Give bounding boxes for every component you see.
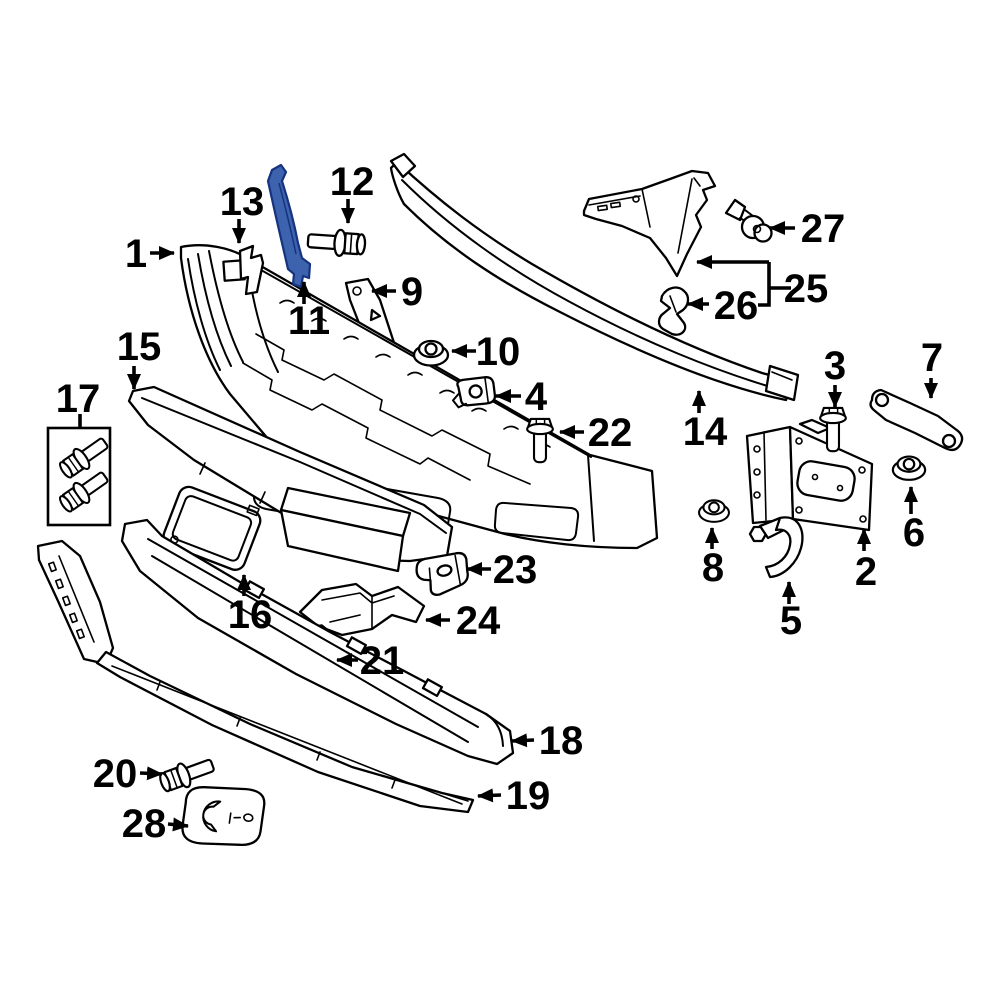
- callout-28-arrow: [167, 817, 189, 832]
- callout-19[interactable]: 19: [477, 774, 551, 818]
- part-13-clip: [222, 244, 265, 296]
- part-7-brace-bar: [869, 388, 964, 452]
- callout-20[interactable]: 20: [93, 752, 163, 796]
- callout-17-label[interactable]: 17: [56, 377, 101, 421]
- callout-20-arrow: [139, 766, 163, 781]
- callout-28-label[interactable]: 28: [122, 802, 167, 846]
- callout-16-label[interactable]: 16: [228, 593, 273, 637]
- callout-20-label[interactable]: 20: [93, 752, 138, 796]
- callout-22-label[interactable]: 22: [588, 411, 633, 455]
- callout-6-label[interactable]: 6: [903, 511, 925, 555]
- part-2-mounting-bracket: [745, 418, 874, 532]
- callout-2-label[interactable]: 2: [855, 550, 877, 594]
- callout-27[interactable]: 27: [769, 207, 846, 251]
- callout-13-label[interactable]: 13: [220, 180, 265, 224]
- callout-1-label[interactable]: 1: [125, 232, 147, 276]
- callout-14-label[interactable]: 14: [683, 410, 728, 454]
- callout-1[interactable]: 1: [125, 232, 175, 276]
- part-23-bracket: [415, 551, 469, 596]
- part-25-side-bracket: [582, 169, 717, 278]
- part-11-mounting-stay-highlighted[interactable]: [266, 163, 312, 289]
- callout-24[interactable]: 24: [425, 599, 501, 643]
- part-18-valance-panel: [120, 518, 515, 766]
- callout-5-label[interactable]: 5: [780, 599, 802, 643]
- callout-24-label[interactable]: 24: [456, 599, 501, 643]
- part-26-clip-bracket: [657, 286, 690, 336]
- callout-2[interactable]: 2: [855, 528, 877, 594]
- part-10-flange-nut: [412, 339, 450, 367]
- callout-27-label[interactable]: 27: [801, 207, 846, 251]
- part-14-upper-bar: [389, 152, 800, 402]
- callout-23[interactable]: 23: [466, 548, 538, 592]
- callout-23-label[interactable]: 23: [493, 548, 538, 592]
- callout-9-label[interactable]: 9: [401, 270, 423, 314]
- callout-22[interactable]: 22: [559, 411, 633, 455]
- callout-21[interactable]: 21: [336, 639, 405, 683]
- callout-18-label[interactable]: 18: [539, 719, 584, 763]
- callout-10-label[interactable]: 10: [476, 330, 521, 374]
- callout-26-label[interactable]: 26: [714, 284, 759, 328]
- callout-3-label[interactable]: 3: [824, 344, 846, 388]
- callout-16[interactable]: 16: [228, 574, 273, 637]
- callout-4[interactable]: 4: [495, 375, 548, 419]
- callout-26[interactable]: 26: [687, 284, 759, 328]
- callout-3[interactable]: 3: [824, 344, 846, 408]
- callout-10[interactable]: 10: [451, 330, 521, 374]
- part-8-flange-nut: [698, 499, 730, 523]
- callout-17[interactable]: 17: [56, 377, 101, 428]
- part-27-push-pin: [724, 198, 773, 243]
- callout-8[interactable]: 8: [702, 527, 724, 590]
- part-4-clip-nut: [451, 376, 497, 409]
- part-12-bolt: [306, 226, 368, 259]
- callout-28[interactable]: 28: [122, 802, 189, 846]
- callout-13[interactable]: 13: [220, 180, 265, 244]
- part-15-impact-absorber: [127, 385, 454, 573]
- part-17-bolt-kit-box: [46, 426, 113, 527]
- callout-18[interactable]: 18: [511, 719, 584, 763]
- callout-5[interactable]: 5: [780, 581, 802, 643]
- callout-7-label[interactable]: 7: [921, 336, 943, 380]
- callout-12-label[interactable]: 12: [330, 160, 375, 204]
- callout-14[interactable]: 14: [683, 390, 728, 454]
- callout-8-label[interactable]: 8: [702, 546, 724, 590]
- part-19-air-deflector: [36, 539, 475, 814]
- part-6-flange-nut: [891, 455, 927, 481]
- callout-15-label[interactable]: 15: [117, 325, 162, 369]
- callout-21-label[interactable]: 21: [360, 639, 405, 683]
- callout-19-label[interactable]: 19: [506, 774, 551, 818]
- callout-25[interactable]: 25: [696, 255, 829, 311]
- callout-11-label[interactable]: 11: [288, 299, 330, 343]
- callout-6[interactable]: 6: [903, 486, 925, 555]
- callout-18-arrow: [511, 733, 535, 748]
- callout-12[interactable]: 12: [330, 160, 375, 224]
- callout-19-arrow: [477, 788, 502, 803]
- callout-25-connector: [758, 262, 791, 307]
- part-16-license-bracket: [162, 485, 262, 571]
- callout-11[interactable]: 11: [288, 281, 330, 343]
- callout-4-label[interactable]: 4: [525, 375, 548, 419]
- callout-9[interactable]: 9: [371, 270, 423, 314]
- callout-7[interactable]: 7: [921, 336, 943, 399]
- callout-15[interactable]: 15: [117, 325, 162, 390]
- part-5-tow-hook: [748, 516, 804, 579]
- callout-25-label[interactable]: 25: [784, 267, 829, 311]
- part-28-tow-hook-cover: [181, 786, 266, 846]
- part-24-skid-plate: [298, 582, 426, 637]
